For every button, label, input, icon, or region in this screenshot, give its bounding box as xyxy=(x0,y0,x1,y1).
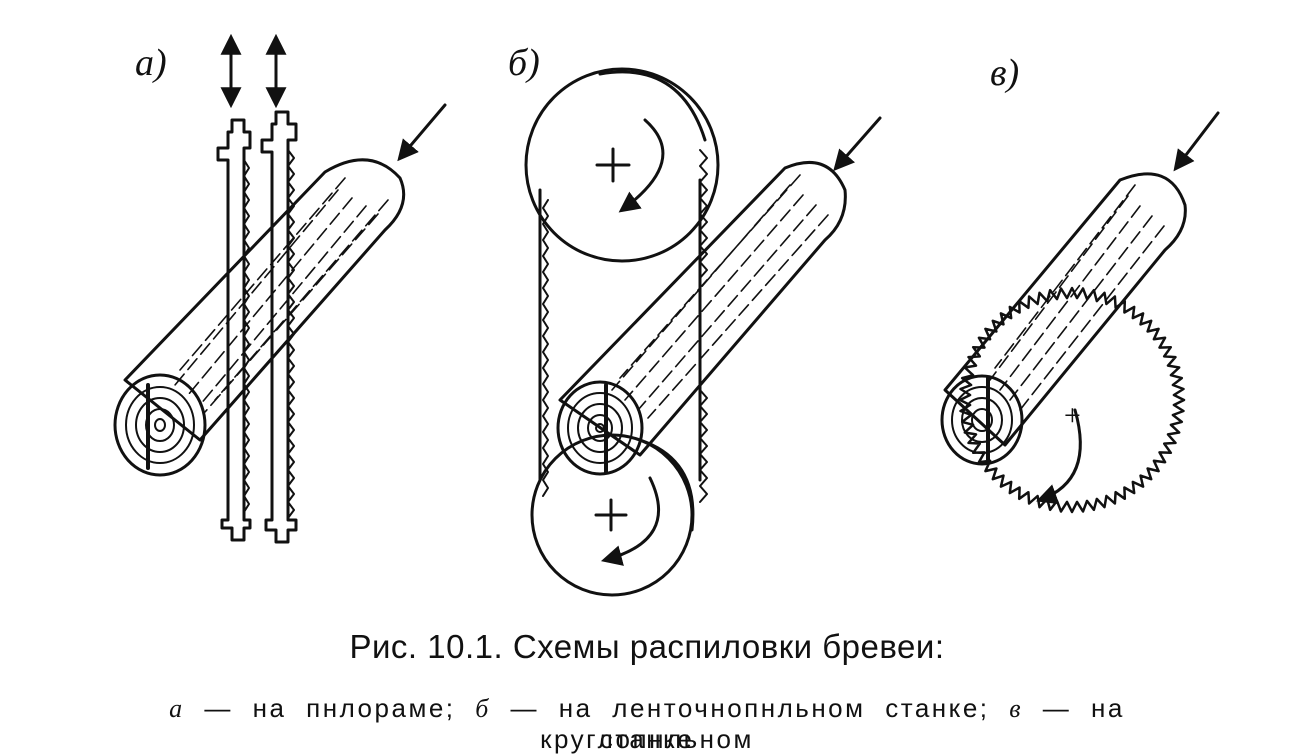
sawing-schemes-figure: а) б xyxy=(113,33,1220,597)
feed-arrow-a-icon xyxy=(397,103,447,162)
panel-a-label: а) xyxy=(135,42,167,84)
circular-saw-disk: + xyxy=(958,286,1186,514)
frame-saw-blade-1 xyxy=(216,118,252,542)
log-a xyxy=(113,103,447,477)
rotation-arrow-top-icon xyxy=(618,118,665,213)
feed-arrow-b-icon xyxy=(833,116,882,172)
legend-letter-b: б xyxy=(475,694,491,723)
rotation-arrow-bottom-icon xyxy=(600,476,660,566)
figure-caption-title: Рис. 10.1. Схемы распиловки бревеи: xyxy=(349,628,945,665)
figure-caption-legend: а — на пнлораме; б — на ленточнопнльном … xyxy=(60,693,1234,755)
legend-letter-c: в xyxy=(1009,694,1024,723)
legend-letter-a: а xyxy=(169,694,185,723)
feed-arrow-c-icon xyxy=(1173,111,1220,172)
legend-text-b: — на ленточнопнльном станке; xyxy=(490,693,990,723)
log-b xyxy=(556,116,882,476)
panel-a-frame-saw: а) xyxy=(113,33,447,544)
panel-c-circular-saw: в) + xyxy=(940,52,1220,514)
top-pulley xyxy=(524,67,720,263)
reciprocating-arrows-icon xyxy=(220,33,287,109)
bottom-pulley xyxy=(530,433,695,597)
panel-b-band-saw: б) xyxy=(508,42,882,597)
legend-text-c: — на круглопнльном xyxy=(540,693,1125,754)
log-c xyxy=(940,111,1220,466)
figure-caption-continuation: станке xyxy=(599,724,695,754)
legend-text-a: — на пнлораме; xyxy=(184,693,456,723)
panel-c-label: в) xyxy=(990,52,1019,94)
rotation-arrow-disk-icon xyxy=(1036,408,1082,505)
panel-b-label: б) xyxy=(508,42,540,84)
